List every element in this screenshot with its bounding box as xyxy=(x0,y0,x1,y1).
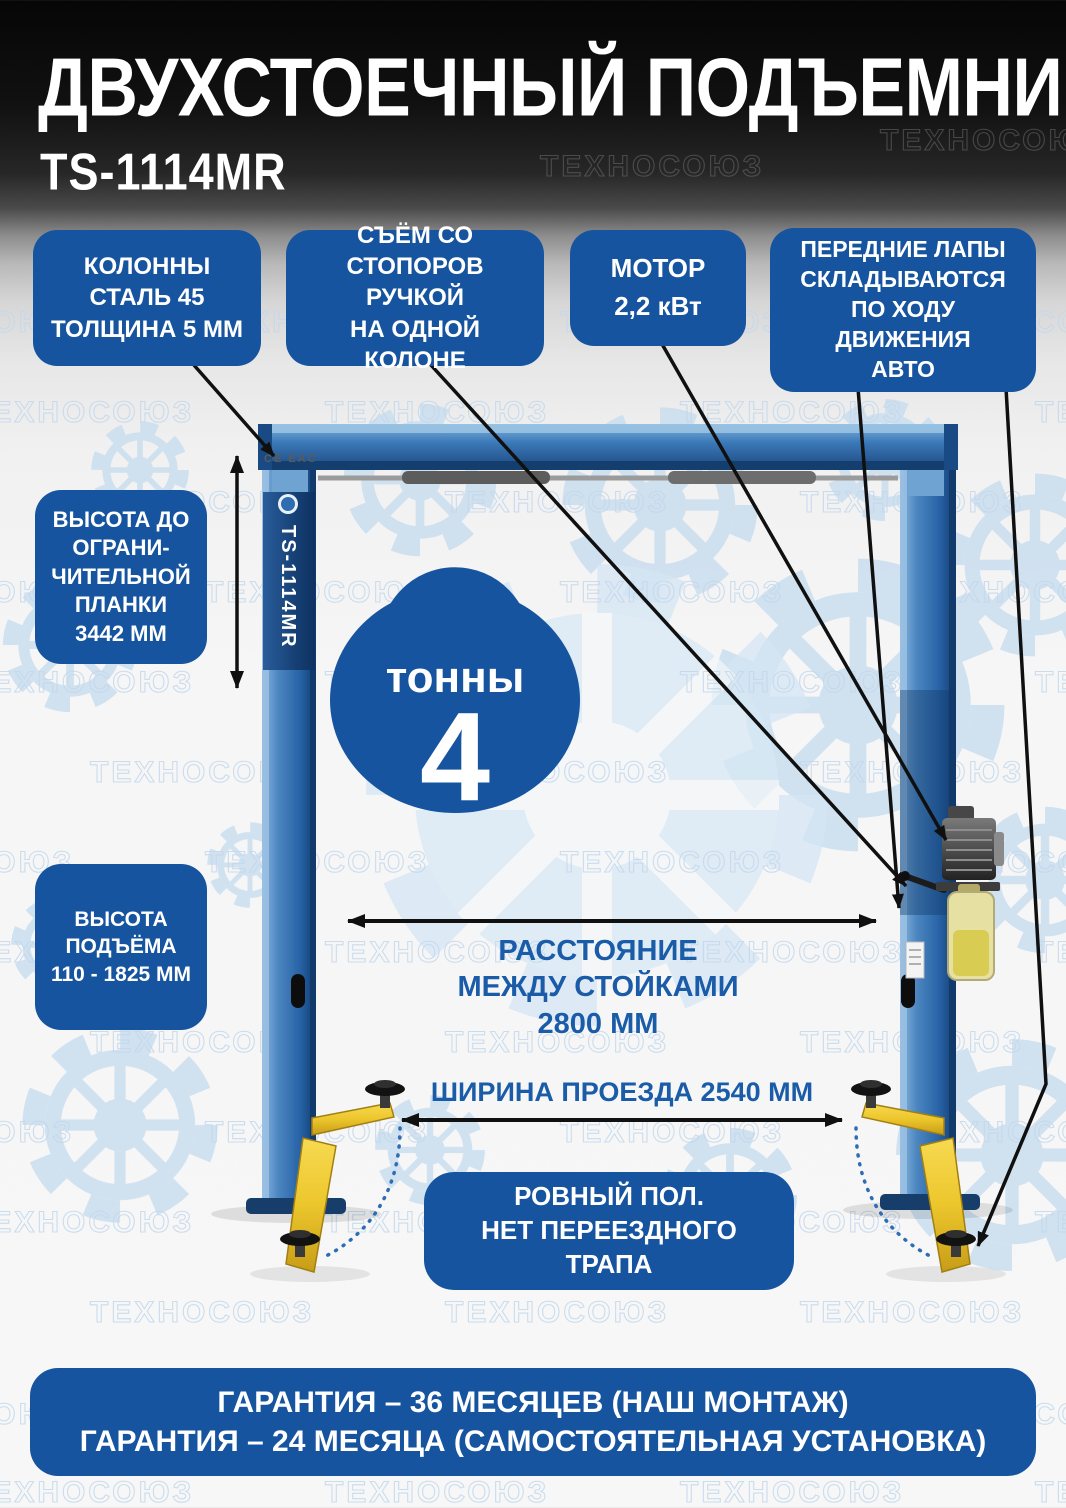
callout-height-to-bar: ВЫСОТА ДО ОГРАНИ- ЧИТЕЛЬНОЙ ПЛАНКИ 3442 … xyxy=(35,490,207,664)
svg-text:ТЕХНОСОЮЗ: ТЕХНОСОЮЗ xyxy=(1035,666,1066,699)
callout-pointer-lines xyxy=(191,343,1048,1247)
column-model-label: TS-1114MR xyxy=(277,525,299,649)
callout-lock-release: СЪЁМ СО СТОПОРОВ РУЧКОЙ НА ОДНОЙ КОЛОНЕ xyxy=(286,222,544,374)
svg-text:ТЕХНОСОЮЗ: ТЕХНОСОЮЗ xyxy=(90,1296,314,1329)
svg-text:ТЕХНОСОЮЗ: ТЕХНОСОЮЗ xyxy=(0,396,194,429)
capacity-label: тонны xyxy=(386,653,525,702)
svg-text:ТЕХНОСОЮЗ: ТЕХНОСОЮЗ xyxy=(445,1026,669,1059)
swing-arc-right xyxy=(854,1126,936,1260)
motor-unit xyxy=(900,806,1004,981)
cert-marks-label: CE EAC xyxy=(264,453,318,465)
svg-text:ТЕХНОСОЮЗ: ТЕХНОСОЮЗ xyxy=(1035,1206,1066,1239)
svg-text:ТЕХНОСОЮЗ: ТЕХНОСОЮЗ xyxy=(680,936,904,969)
svg-text:ТЕХНОСОЮЗ: ТЕХНОСОЮЗ xyxy=(800,1296,1024,1329)
callout-flat-floor: РОВНЫЙ ПОЛ. НЕТ ПЕРЕЕЗДНОГО ТРАПА xyxy=(424,1172,794,1290)
svg-text:ТЕХНОСОЮЗ: ТЕХНОСОЮЗ xyxy=(560,846,784,879)
svg-text:ТЕХНОСОЮЗ: ТЕХНОСОЮЗ xyxy=(445,1296,669,1329)
svg-text:ТЕХНОСОЮЗ: ТЕХНОСОЮЗ xyxy=(325,1476,549,1508)
dimension-label-drive-width: ШИРИНА ПРОЕЗДА 2540 ММ xyxy=(430,1077,814,1107)
svg-text:ТЕХНОСОЮЗ: ТЕХНОСОЮЗ xyxy=(560,576,784,609)
swing-arc-left xyxy=(320,1126,402,1260)
svg-text:ТЕХНОСОЮЗ: ТЕХНОСОЮЗ xyxy=(0,1116,74,1149)
warranty-banner: ГАРАНТИЯ – 36 МЕСЯЦЕВ (НАШ МОНТАЖ) ГАРАН… xyxy=(30,1368,1036,1476)
capacity-value: 4 xyxy=(420,686,490,827)
svg-text:ТЕХНОСОЮЗ: ТЕХНОСОЮЗ xyxy=(1035,396,1066,429)
page-title: ДВУХСТОЕЧНЫЙ ПОДЪЕМНИК xyxy=(38,41,1066,134)
callout-columns-steel: КОЛОННЫ СТАЛЬ 45 ТОЛЩИНА 5 ММ xyxy=(33,230,261,366)
svg-text:ТЕХНОСОЮЗ: ТЕХНОСОЮЗ xyxy=(680,396,904,429)
warranty-line-2: ГАРАНТИЯ – 24 МЕСЯЦА (САМОСТОЯТЕЛЬНАЯ УС… xyxy=(79,1424,987,1458)
dimension-arrows xyxy=(230,455,877,1127)
top-beam xyxy=(258,424,958,484)
dimension-label-between-posts: РАССТОЯНИЕ МЕЖДУ СТОЙКАМИ 2800 ММ xyxy=(457,935,739,1040)
svg-text:ТЕХНОСОЮЗ: ТЕХНОСОЮЗ xyxy=(205,846,429,879)
svg-text:ТЕХНОСОЮЗ: ТЕХНОСОЮЗ xyxy=(325,396,549,429)
right-swing-arms xyxy=(851,1080,976,1273)
callout-motor: МОТОР 2,2 кВт xyxy=(570,230,746,346)
svg-text:ТЕХНОСОЮЗ: ТЕХНОСОЮЗ xyxy=(0,1206,194,1239)
svg-text:ТЕХНОСОЮЗ: ТЕХНОСОЮЗ xyxy=(0,1476,194,1508)
capacity-kettlebell-icon: тонны 4 xyxy=(330,567,580,827)
warranty-line-1: ГАРАНТИЯ – 36 МЕСЯЦЕВ (НАШ МОНТАЖ) xyxy=(217,1385,849,1419)
left-swing-arms xyxy=(280,1080,405,1273)
svg-text:ТЕХНОСОЮЗ: ТЕХНОСОЮЗ xyxy=(680,666,904,699)
lift-illustration: TS-1114MR CE EAC xyxy=(211,424,1013,1282)
svg-text:ТЕХНОСОЮЗ: ТЕХНОСОЮЗ xyxy=(1035,1476,1066,1508)
svg-text:ТЕХНОСОЮЗ: ТЕХНОСОЮЗ xyxy=(540,150,764,183)
svg-text:ТЕХНОСОЮЗ: ТЕХНОСОЮЗ xyxy=(880,124,1066,157)
svg-text:ТЕХНОСОЮЗ: ТЕХНОСОЮЗ xyxy=(325,936,549,969)
callout-front-arms: ПЕРЕДНИЕ ЛАПЫ СКЛАДЫВАЮТСЯ ПО ХОДУ ДВИЖЕ… xyxy=(770,228,1036,392)
callout-lift-height: ВЫСОТА ПОДЪЁМА 110 - 1825 ММ xyxy=(35,864,207,1030)
svg-text:ТЕХНОСОЮЗ: ТЕХНОСОЮЗ xyxy=(680,1476,904,1508)
svg-text:ТЕХНОСОЮЗ: ТЕХНОСОЮЗ xyxy=(0,666,194,699)
model-title: TS-1114MR xyxy=(40,142,287,202)
